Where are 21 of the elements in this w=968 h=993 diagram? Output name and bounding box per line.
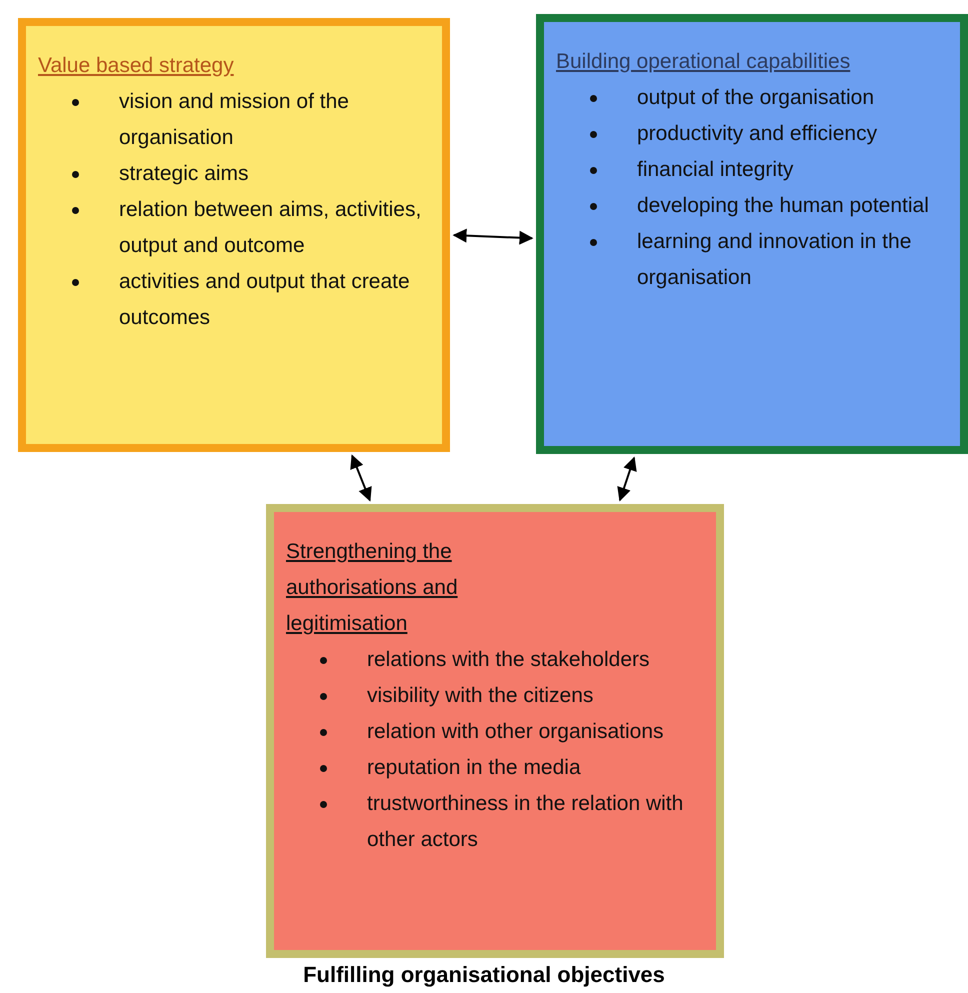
box-heading: Building operational capabilities	[556, 49, 852, 75]
caption: Fulfilling organisational objectives	[302, 962, 666, 988]
bullet-item: strategic aims	[119, 161, 250, 187]
double-arrow	[617, 456, 637, 502]
double-arrow	[350, 454, 372, 502]
note-box	[266, 504, 724, 958]
bullet-item: reputation in the media	[367, 755, 582, 781]
bullet-item: developing the human potential	[637, 193, 930, 219]
bullet-item: relation with other organisations	[367, 719, 665, 745]
box-heading: Value based strategy	[38, 53, 235, 79]
bullet-item: visibility with the citizens	[367, 683, 594, 709]
bullet-item: relations with the stakeholders	[367, 647, 650, 673]
bullet-item: financial integrity	[637, 157, 794, 183]
double-arrow	[452, 228, 534, 245]
note-box	[536, 14, 968, 454]
bullet-item: trustworthiness in the relation with other actors	[367, 791, 684, 853]
bullet-item: productivity and efficiency	[637, 121, 878, 147]
bullet-item: output of the organisation	[637, 85, 876, 111]
note-box	[18, 18, 450, 452]
bullet-item: activities and output that create outcomes	[119, 269, 411, 331]
bullet-item: learning and innovation in the organisation	[637, 229, 912, 291]
